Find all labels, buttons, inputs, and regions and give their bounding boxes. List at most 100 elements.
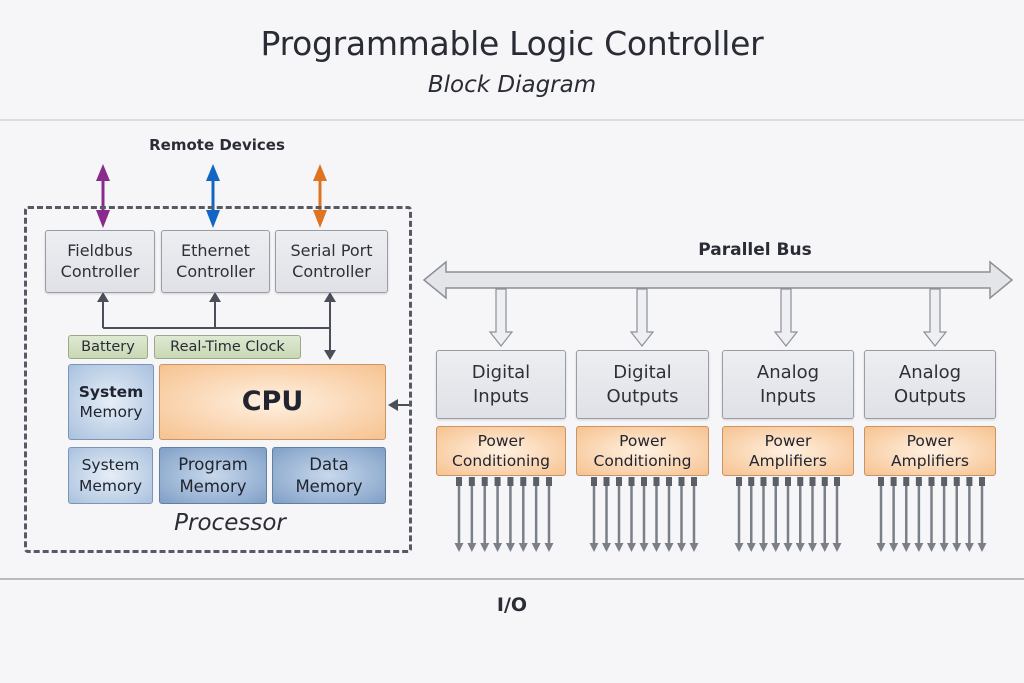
digital-inputs-line2: Inputs [472,385,529,407]
analog-outputs-sub1: Power [906,431,954,450]
output-pin [677,477,686,552]
cpu-block: CPU [159,364,386,440]
bus-drop-arrow [922,288,948,347]
real-time-clock-block: Real-Time Clock [154,335,301,359]
output-pin [505,477,515,552]
program-memory-line2: Memory [179,476,247,496]
bus-drop-arrow [488,288,514,347]
serial-remote-arrow [313,164,327,228]
output-pin [652,477,661,552]
output-pin [480,477,490,552]
analog-outputs-line2: Outputs [894,385,966,407]
output-pin [518,477,528,552]
analog-inputs-sub1: Power [764,431,812,450]
fieldbus-remote-arrow [96,164,110,228]
system-memory-bottom-line2: Memory [78,476,143,495]
analog-outputs-line1: Analog [898,362,962,384]
output-pin [889,477,899,552]
output-pin [664,477,674,552]
output-pin [734,477,744,552]
output-pin [820,477,830,552]
diagram-subtitle: Block Diagram [427,72,597,98]
output-pin [914,477,924,552]
output-pin [964,477,974,552]
output-pin [759,477,768,552]
io-divider [0,578,1024,580]
output-pin [467,477,477,552]
output-pin [977,477,987,552]
bus-drop-arrow [629,288,655,347]
output-pin [939,477,949,552]
ethernet-remote-arrow [206,164,220,228]
output-pin [746,477,756,552]
digital-outputs-sub2: Conditioning [593,452,692,470]
system-memory-top-line2: Memory [79,403,143,421]
remote-devices-label: Remote Devices [149,136,285,154]
output-pin [808,477,817,552]
output-pin [795,477,805,552]
output-pin [544,477,554,552]
header-divider [0,119,1024,121]
output-pin [454,477,464,552]
ethernet-controller-line2: Controller [176,261,255,281]
output-pin [589,477,599,552]
controller-bus-lines [97,292,336,360]
analog-outputs-sub2: Amplifiers [891,452,969,470]
serial-controller-line1: Serial Port [290,240,373,260]
output-pin [627,477,636,552]
system-memory-bottom-line1: System [81,456,140,475]
output-pin [602,477,611,552]
output-pin [493,477,503,552]
system-memory-top-line1: System [78,382,144,401]
output-pin [771,477,781,552]
digital-outputs-line1: Digital [613,362,672,384]
output-pin [783,477,793,552]
analog-inputs-sub2: Amplifiers [749,452,827,470]
diagram-title: Programmable Logic Controller [260,24,764,63]
output-pin [952,477,962,552]
parallel-bus-label: Parallel Bus [698,240,812,260]
output-pin [927,477,936,552]
fieldbus-controller-line1: Fieldbus [67,240,133,260]
io-label: I/O [496,594,528,616]
output-pin [901,477,911,552]
output-pin [832,477,842,552]
digital-outputs-line2: Outputs [606,385,679,407]
serial-controller-line2: Controller [292,261,371,281]
analog-inputs-line1: Analog [756,362,820,384]
output-pin [614,477,624,552]
digital-inputs-sub1: Power [477,431,525,450]
program-memory-line1: Program [178,455,248,475]
digital-inputs-sub2: Conditioning [452,452,550,470]
battery-block: Battery [68,335,148,359]
digital-outputs-sub1: Power [619,431,666,450]
processor-label: Processor [174,510,286,536]
fieldbus-controller-line2: Controller [60,261,140,281]
bus-drop-arrow [773,288,799,347]
data-memory-line1: Data [309,455,349,475]
analog-inputs-line2: Inputs [759,385,816,407]
output-pin [531,477,541,552]
digital-inputs-line1: Digital [471,362,531,384]
ethernet-controller-line1: Ethernet [181,240,250,260]
output-pin [876,477,886,552]
output-pin [689,477,699,552]
processor-boundary [24,206,412,553]
data-memory-line2: Memory [295,476,363,496]
